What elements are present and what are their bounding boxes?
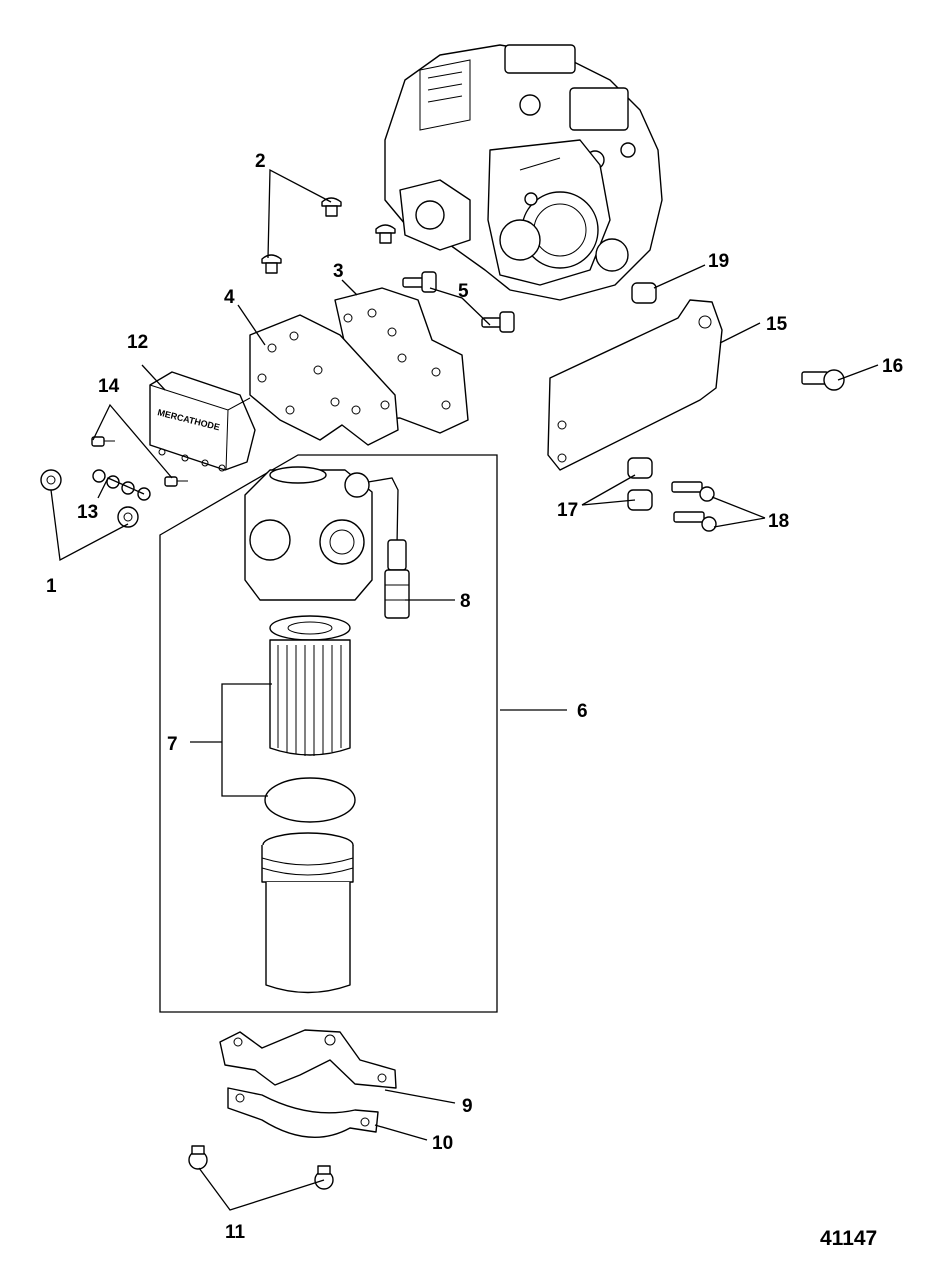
part-13-nuts	[92, 469, 151, 501]
callouts: 1 2 3 4 5 6 7 8 9 10 11 12 13 14 15 16 1…	[46, 151, 903, 1243]
callout-6: 6	[577, 701, 588, 722]
hydraulic-pump	[384, 44, 663, 301]
callout-8: 8	[460, 591, 471, 612]
callout-16: 16	[882, 356, 903, 377]
part-14-screws	[91, 436, 188, 487]
filter-bowl	[261, 832, 354, 994]
leader-lines	[50, 168, 879, 1211]
part-5-bolts	[402, 271, 515, 333]
part-1-nuts	[40, 469, 139, 528]
callout-18: 18	[768, 511, 789, 532]
part-7-filter-element	[264, 615, 356, 823]
callout-7: 7	[167, 734, 178, 755]
callout-10: 10	[432, 1133, 453, 1154]
part-2-screws	[261, 197, 396, 274]
callout-9: 9	[462, 1096, 473, 1117]
part-16-bolt	[801, 369, 845, 391]
part-17-spacers	[627, 457, 653, 511]
part-12-mercathode-controller: MERCATHODE	[149, 371, 256, 472]
callout-2: 2	[255, 151, 266, 172]
assembly-boundary	[159, 454, 498, 1013]
callout-12: 12	[127, 332, 148, 353]
callout-19: 19	[708, 251, 729, 272]
callout-5: 5	[458, 281, 469, 302]
callout-3: 3	[333, 261, 344, 282]
callout-14: 14	[98, 376, 120, 397]
part-10-clamp-lower	[227, 1087, 379, 1138]
callout-17: 17	[557, 500, 578, 521]
part-9-clamp-upper	[219, 1029, 397, 1089]
part-6-filter-assembly	[159, 454, 498, 1013]
callout-1: 1	[46, 576, 57, 597]
callout-4: 4	[224, 287, 235, 308]
part-19-spacer	[631, 282, 657, 304]
callout-15: 15	[766, 314, 788, 335]
part-18-screws	[671, 481, 717, 532]
figure-number: 41147	[820, 1227, 877, 1250]
part-3-4-brackets	[249, 287, 469, 446]
callout-13: 13	[77, 502, 98, 523]
callout-11: 11	[225, 1222, 246, 1243]
part-11-bolts	[188, 1145, 334, 1190]
part-8-sensor	[384, 539, 410, 619]
part-15-plate	[547, 299, 723, 471]
